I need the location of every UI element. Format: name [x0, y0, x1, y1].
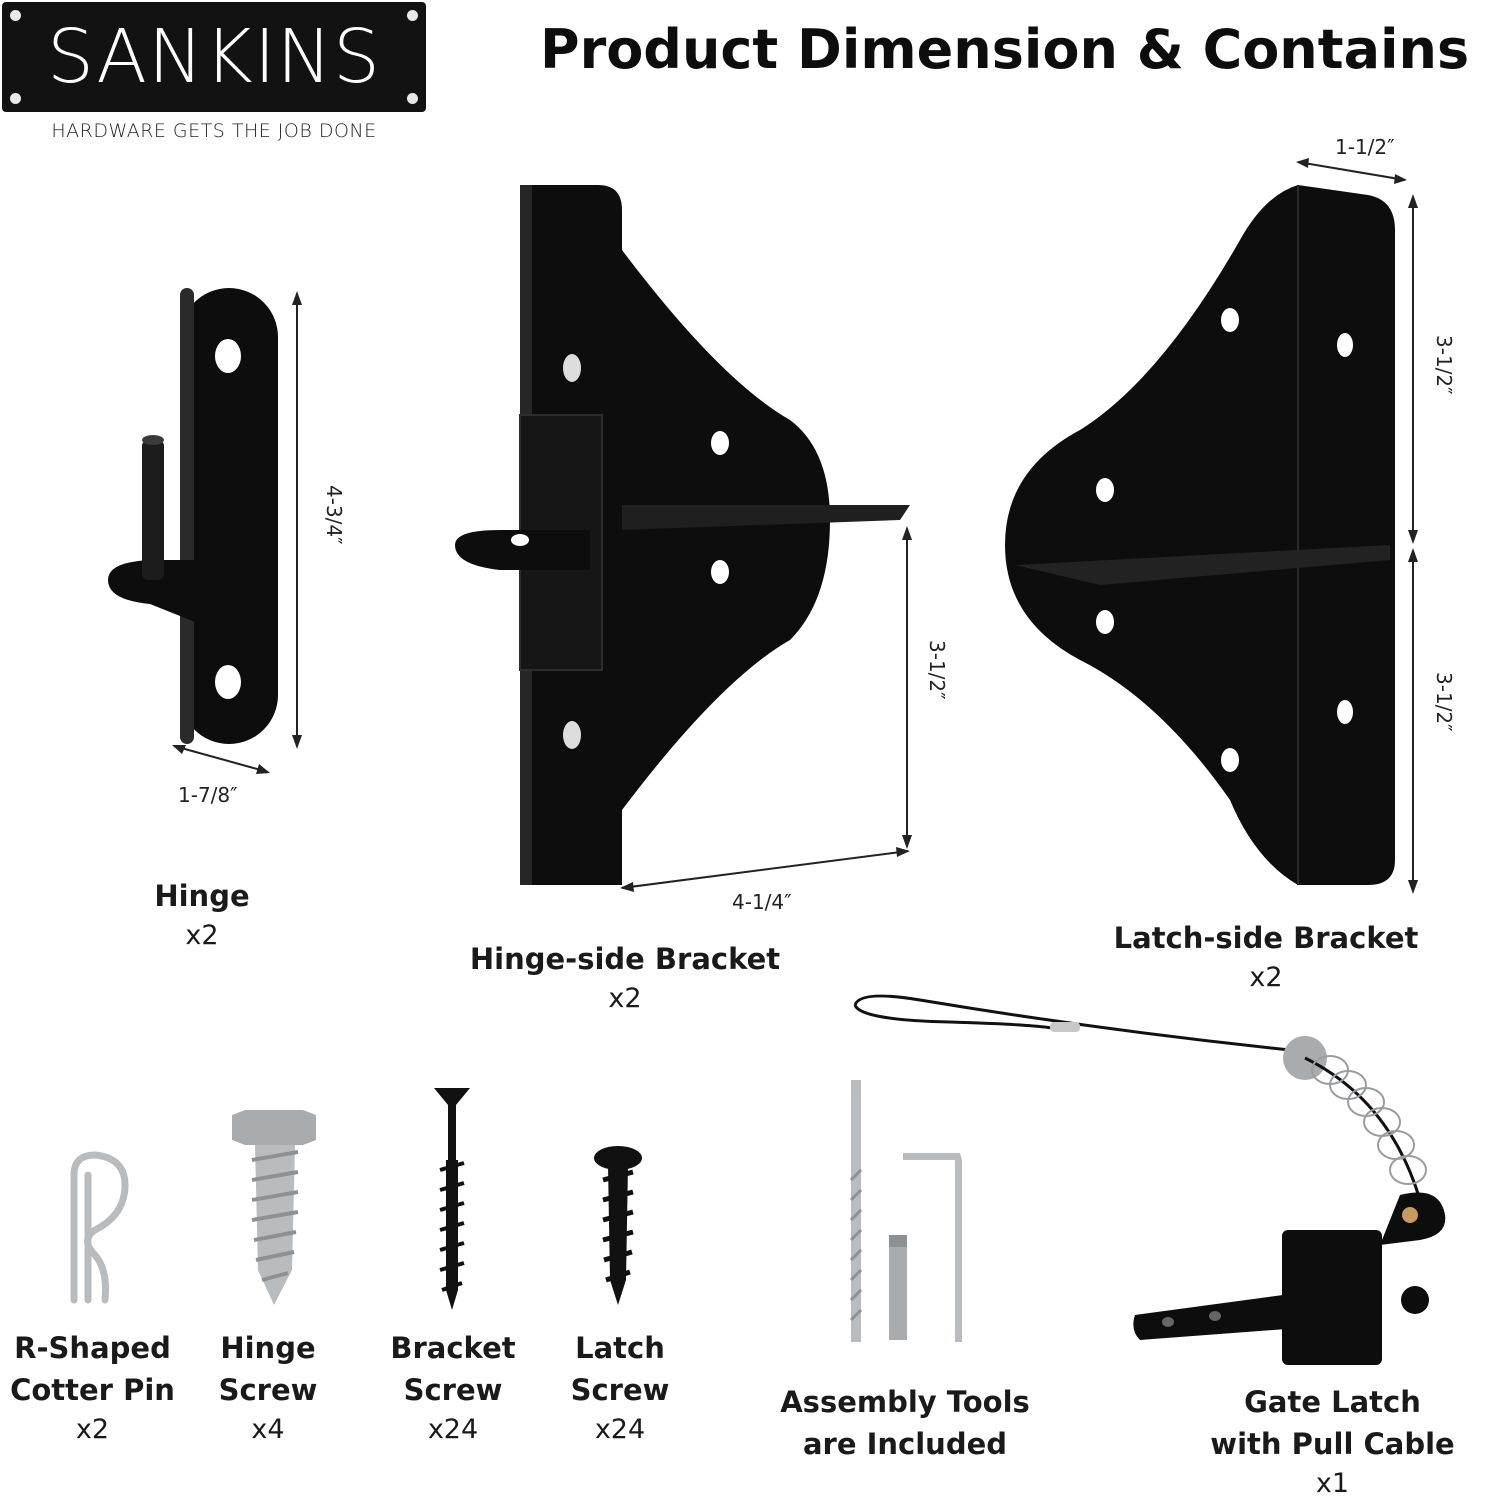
part-quantity: x24 [594, 1414, 646, 1445]
part-quantity: x2 [608, 983, 642, 1014]
assembly-tools-illustration [849, 1080, 962, 1342]
page-title: Product Dimension & Contains [540, 18, 1470, 81]
brand-logo: SANKINS [2, 2, 426, 112]
part-label-line2: Screw [403, 1373, 503, 1407]
screw-icon [10, 10, 21, 21]
dimension-line-latch-lower [1408, 548, 1418, 894]
part-bracket-screw: Bracket Screw x24 [378, 1327, 528, 1449]
part-latch-screw: Latch Screw x24 [550, 1327, 690, 1449]
dimension-latch-bracket-depth: 1-1/2″ [1335, 135, 1395, 159]
dimension-line-latch-depth [1296, 158, 1407, 184]
part-label-line1: R-Shaped [14, 1331, 171, 1365]
part-label-line1: Latch [575, 1331, 665, 1365]
hinge-screw-illustration [232, 1110, 316, 1305]
screw-icon [407, 10, 418, 21]
cotter-pin-illustration [70, 1151, 129, 1304]
dimension-hinge-width: 1-7/8″ [178, 783, 238, 807]
part-label-line1: Gate Latch [1244, 1385, 1421, 1419]
dimension-latch-bracket-upper: 3-1/2″ [1432, 335, 1456, 395]
part-quantity: x1 [1315, 1468, 1350, 1499]
latch-side-bracket-illustration [1005, 185, 1395, 885]
brand-name: SANKINS [46, 14, 381, 100]
dimension-line-bracket-width [620, 847, 910, 892]
part-label-line2: are Included [802, 1427, 1008, 1461]
part-label-line2: Cotter Pin [10, 1373, 175, 1407]
part-hinge-side-bracket: Hinge-side Bracket x2 [440, 938, 810, 1018]
part-cotter-pin: R-Shaped Cotter Pin x2 [0, 1327, 185, 1449]
part-gate-latch: Gate Latch with Pull Cable x1 [1190, 1381, 1475, 1503]
part-quantity: x24 [427, 1414, 479, 1445]
part-hinge: Hinge x2 [102, 875, 302, 955]
part-label-line2: with Pull Cable [1210, 1427, 1455, 1461]
dimension-hinge-bracket-height: 3-1/2″ [925, 640, 949, 700]
part-label-line2: Screw [570, 1373, 670, 1407]
dimension-line-hinge-width [172, 745, 270, 774]
part-quantity: x2 [185, 920, 219, 951]
dimension-hinge-height: 4-3/4″ [322, 485, 346, 545]
part-label-line1: Bracket [390, 1331, 516, 1365]
part-assembly-tools: Assembly Tools are Included [760, 1381, 1050, 1465]
part-label: Hinge [154, 879, 250, 913]
hinge-side-bracket-illustration [455, 185, 910, 885]
part-label-line2: Screw [218, 1373, 318, 1407]
latch-screw-illustration [594, 1146, 642, 1305]
dimension-line-bracket-height [902, 526, 912, 849]
dimension-hinge-bracket-width: 4-1/4″ [732, 890, 792, 914]
hinge-illustration [108, 288, 278, 744]
part-label-line1: Assembly Tools [780, 1385, 1030, 1419]
part-quantity: x2 [75, 1414, 110, 1445]
screw-icon [10, 93, 21, 104]
bracket-screw-illustration [434, 1088, 470, 1310]
part-quantity: x4 [251, 1414, 285, 1445]
part-latch-side-bracket: Latch-side Bracket x2 [1086, 917, 1446, 997]
dimension-latch-bracket-lower: 3-1/2″ [1432, 672, 1456, 732]
part-hinge-screw: Hinge Screw x4 [198, 1327, 338, 1449]
brand-tagline: HARDWARE GETS THE JOB DONE [51, 120, 377, 142]
part-label: Hinge-side Bracket [469, 942, 781, 976]
part-quantity: x2 [1249, 962, 1283, 993]
part-label: Latch-side Bracket [1113, 921, 1419, 955]
gate-latch-illustration [853, 994, 1446, 1365]
dimension-line-latch-upper [1408, 194, 1418, 544]
dimension-line-hinge-height [292, 291, 302, 749]
part-label-line1: Hinge [220, 1331, 316, 1365]
screw-icon [407, 93, 418, 104]
